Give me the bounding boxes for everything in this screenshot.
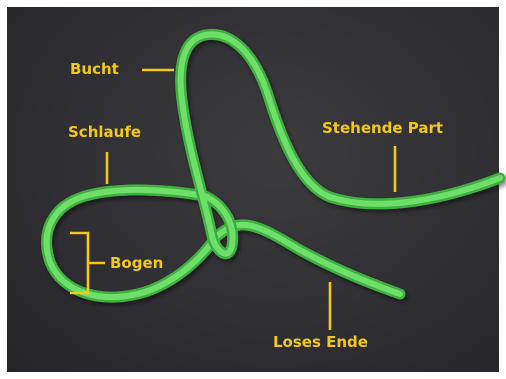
- label-bogen: Bogen: [110, 254, 163, 272]
- label-loses-ende: Loses Ende: [273, 333, 368, 351]
- label-bucht: Bucht: [70, 60, 119, 78]
- label-schlaufe: Schlaufe: [68, 123, 141, 141]
- label-stehende-part: Stehende Part: [322, 119, 443, 137]
